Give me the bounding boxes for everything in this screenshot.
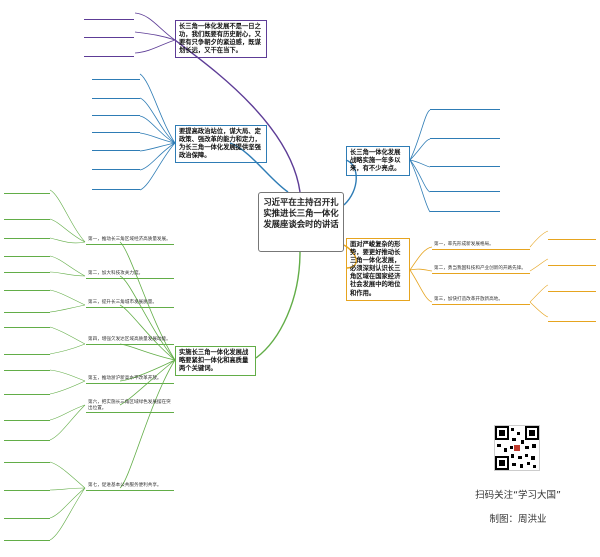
- leaf-text-block: [92, 121, 140, 133]
- sub-topic-1: 第一，推动长三角区域经济高质量发展。: [86, 236, 174, 245]
- leaf-text-block: [4, 452, 50, 463]
- leaf-text-block: [430, 151, 500, 167]
- leaf-text-block: [4, 430, 50, 441]
- branch-long-term-patience: 长三角一体化发展不是一日之功，我们既要有历史耐心，又要有只争朝夕的紧迫感，既谋划…: [175, 20, 267, 59]
- leaf-text-block: [4, 480, 50, 491]
- leaf-text-block: [4, 281, 50, 291]
- leaf-text-block: [4, 384, 50, 395]
- credit-caption: 制图：周洪业: [489, 514, 547, 525]
- leaf-text-block: [92, 176, 140, 190]
- leaf-text-block: [92, 68, 140, 80]
- leaf-text-block: [4, 318, 50, 328]
- sub-topic-3: 第三，加快打造改革开放新高地。: [432, 296, 530, 305]
- sub-topic-7: 第七，促进基本公共服务便利共享。: [86, 482, 174, 491]
- leaf-text-block: [430, 176, 500, 192]
- leaf-text-block: [548, 304, 596, 322]
- qr-code-icon: [494, 425, 540, 471]
- leaf-text-block: [430, 86, 500, 110]
- branch-strategic-role: 面对严峻复杂的形势，要更好推动长三角一体化发展，必须深刻认识长三角区域在国家经济…: [346, 238, 410, 301]
- leaf-text-block: [4, 410, 50, 421]
- central-topic: 习近平在主持召开扎实推进长三角一体化发展座谈会时的讲话: [258, 192, 344, 252]
- branch-political-stance: 要提高政治站位，谋大局、定政策、强改革的能力和定力，为长三角一体化发展提供坚强政…: [175, 125, 267, 164]
- leaf-text-block: [92, 156, 140, 170]
- sub-topic-1: 第一，率先形成新发展格局。: [432, 241, 530, 250]
- leaf-text-block: [84, 24, 134, 38]
- leaf-text-block: [430, 123, 500, 139]
- leaf-text-block: [4, 530, 50, 541]
- leaf-text-block: [84, 43, 134, 57]
- leaf-text-block: [548, 278, 596, 292]
- leaf-text-block: [92, 139, 140, 151]
- sub-topic-4: 第四，增强欠发达区域高质量发展动能。: [86, 336, 174, 345]
- leaf-text-block: [4, 210, 50, 220]
- leaf-text-block: [84, 8, 134, 20]
- leaf-text-block: [4, 362, 50, 371]
- sub-topic-2: 第二，加大科技攻关力度。: [86, 270, 174, 279]
- leaf-text-block: [4, 264, 50, 273]
- sub-topic-6: 第六，把实施长三角区域绿色发展摆在突出位置。: [86, 399, 174, 414]
- leaf-text-block: [430, 198, 500, 212]
- scan-caption: 扫码关注“学习大国”: [475, 490, 561, 501]
- sub-topic-2: 第二，勇当我国科技和产业创新的开路先锋。: [432, 265, 530, 274]
- leaf-text-block: [4, 508, 50, 519]
- leaf-text-block: [4, 248, 50, 257]
- leaf-text-block: [92, 85, 140, 99]
- branch-highlights: 长三角一体化发展战略实施一年多以来，有不少亮点。: [346, 146, 410, 177]
- leaf-text-block: [548, 250, 596, 266]
- leaf-text-block: [4, 344, 50, 355]
- branch-two-keywords: 实施长三角一体化发展战略要紧扣一体化和高质量两个关键词。: [175, 346, 256, 377]
- leaf-text-block: [4, 230, 50, 239]
- leaf-text-block: [92, 104, 140, 116]
- leaf-text-block: [4, 302, 50, 313]
- sub-topic-5: 第五，推动浙沪新高水平改革开放。: [86, 375, 174, 384]
- sub-topic-3: 第三，提升长三角城市发展质量。: [86, 299, 174, 308]
- leaf-text-block: [548, 224, 596, 240]
- leaf-text-block: [4, 184, 50, 194]
